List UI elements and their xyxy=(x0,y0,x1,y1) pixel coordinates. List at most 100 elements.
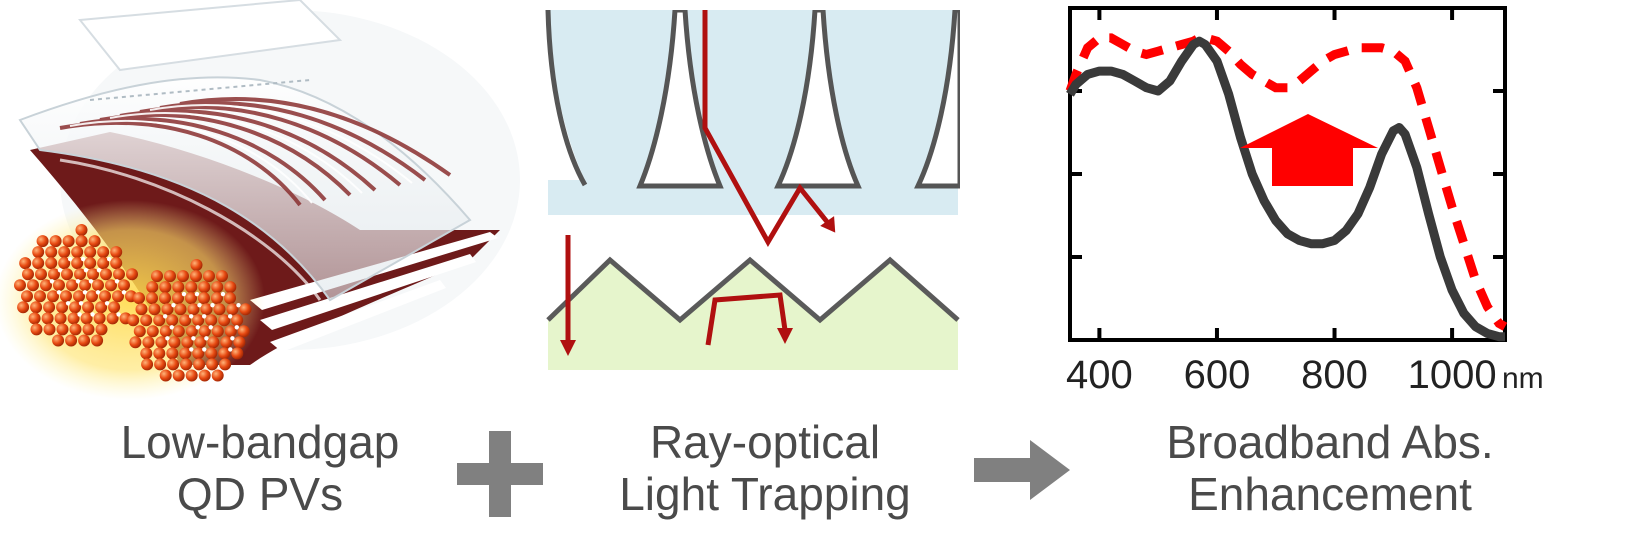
qd-atom xyxy=(43,323,56,336)
qd-highlight xyxy=(228,314,233,319)
qd-atom xyxy=(203,270,215,283)
qd-highlight xyxy=(220,291,226,297)
qd-atom xyxy=(73,290,85,303)
qd-atom xyxy=(99,290,111,303)
qd-highlight xyxy=(230,336,235,341)
qd-highlight xyxy=(228,347,233,352)
qd-highlight xyxy=(191,336,196,341)
qd-atom xyxy=(126,268,138,281)
qd-highlight xyxy=(104,301,110,306)
qd-highlight xyxy=(236,303,241,308)
caption-enhancement-line-1: Broadband Abs. xyxy=(1166,416,1494,468)
qd-atom xyxy=(154,358,167,371)
qd-atom xyxy=(187,303,200,316)
qd-atom xyxy=(159,325,172,338)
plus-icon xyxy=(457,431,543,517)
qd-atom xyxy=(54,312,67,325)
qd-atom xyxy=(97,257,110,270)
qd-atom xyxy=(224,281,237,294)
qd-atom xyxy=(239,303,252,316)
qd-atom xyxy=(142,336,155,349)
qd-atom xyxy=(22,268,34,281)
caption-qd-pvs: Low-bandgap QD PVs xyxy=(20,416,500,520)
qd-atom xyxy=(172,292,184,305)
qd-atom xyxy=(211,369,224,382)
qd-atom xyxy=(179,314,192,327)
qd-atom xyxy=(58,257,71,270)
qd-atom xyxy=(179,347,192,360)
qd-atom xyxy=(172,325,185,338)
qd-atom xyxy=(66,279,78,292)
qd-atom xyxy=(185,281,198,294)
qd-highlight xyxy=(189,314,194,319)
qd-atom xyxy=(75,235,88,248)
qd-atom xyxy=(185,369,198,382)
qd-atom xyxy=(174,303,187,316)
qd-atom xyxy=(220,336,233,349)
qd-atom xyxy=(224,292,236,305)
quantum-dot-left xyxy=(14,224,138,347)
qd-atom xyxy=(172,369,185,382)
qd-atom xyxy=(112,290,124,303)
qd-atom xyxy=(192,347,205,360)
qd-atom xyxy=(92,279,104,292)
qd-atom xyxy=(153,347,166,360)
qd-atom xyxy=(206,358,219,371)
qd-atom xyxy=(82,301,95,314)
caption-light-trapping-line-1: Ray-optical xyxy=(649,416,881,468)
qd-atom xyxy=(133,325,146,338)
qd-atom xyxy=(133,292,145,305)
qd-highlight xyxy=(49,279,55,284)
qd-atom xyxy=(118,279,130,292)
qd-atom xyxy=(211,281,224,294)
qd-highlight xyxy=(88,279,94,284)
qd-atom xyxy=(78,334,91,347)
qd-atom xyxy=(211,292,223,305)
qd-atom xyxy=(97,246,110,259)
qd-highlight xyxy=(202,314,207,319)
qd-atom xyxy=(79,279,91,292)
x-tick-label: 400 xyxy=(1066,353,1133,397)
qd-highlight xyxy=(195,325,200,330)
x-unit-label: nm xyxy=(1502,362,1544,395)
qd-atom xyxy=(207,336,220,349)
qd-highlight xyxy=(169,325,174,330)
qd-atom xyxy=(237,325,250,338)
qd-atom xyxy=(56,323,69,336)
qd-atom xyxy=(30,323,43,336)
qd-atom xyxy=(58,246,71,259)
qd-atom xyxy=(28,312,41,325)
qd-atom xyxy=(224,325,237,338)
qd-highlight xyxy=(57,268,63,273)
qd-highlight xyxy=(96,268,102,273)
qd-atom xyxy=(140,314,153,327)
qd-highlight xyxy=(82,290,88,295)
qd-atom xyxy=(95,301,108,314)
caption-light-trapping: Ray-optical Light Trapping xyxy=(560,416,970,520)
qd-highlight xyxy=(95,290,101,295)
qd-atom xyxy=(146,281,159,294)
qd-atom xyxy=(192,314,205,327)
qd-atom xyxy=(166,347,179,360)
qd-atom xyxy=(53,279,65,292)
qd-atom xyxy=(159,281,172,294)
qd-atom xyxy=(198,325,211,338)
qd-highlight xyxy=(163,314,168,319)
qd-atom xyxy=(177,270,189,283)
qd-atom xyxy=(164,270,176,283)
qd-highlight xyxy=(121,290,127,295)
x-ticks xyxy=(1097,8,1455,340)
qd-atom xyxy=(75,224,88,236)
x-tick-label: 800 xyxy=(1301,353,1368,397)
x-tick-label: 1000 xyxy=(1408,353,1497,397)
qd-atom xyxy=(106,312,119,325)
qd-highlight xyxy=(81,256,86,262)
qd-atom xyxy=(216,270,228,283)
qd-atom xyxy=(27,279,39,292)
qd-atom xyxy=(205,347,218,360)
light-rays xyxy=(565,10,834,346)
qd-atom xyxy=(159,292,171,305)
qd-atom xyxy=(71,257,84,270)
qd-atom xyxy=(108,301,121,314)
